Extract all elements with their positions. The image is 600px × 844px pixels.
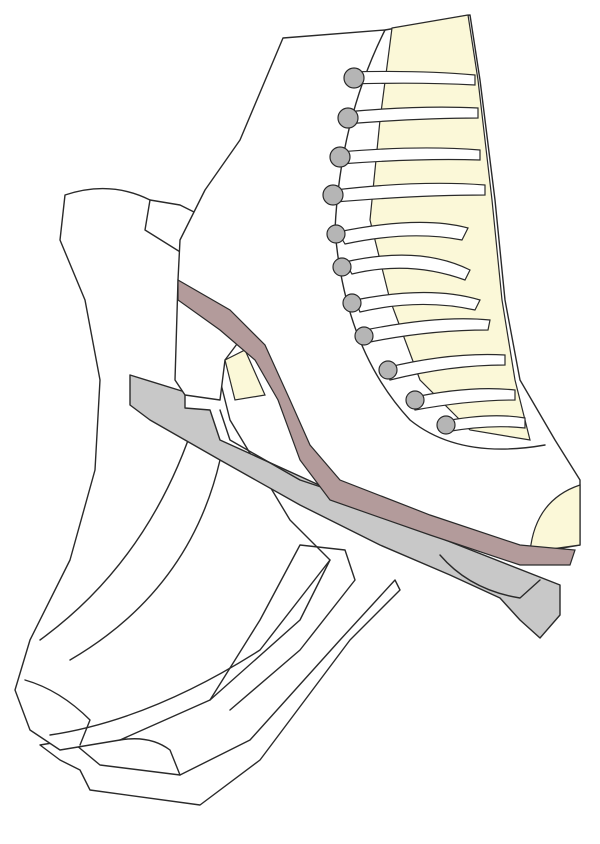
front-skate [174, 14, 581, 566]
back-skate-blade [39, 579, 401, 806]
eyelets [322, 67, 456, 435]
front-skate-blade [129, 374, 561, 639]
laces [334, 70, 526, 433]
sole-band [177, 278, 576, 566]
heel-counter [224, 349, 266, 401]
